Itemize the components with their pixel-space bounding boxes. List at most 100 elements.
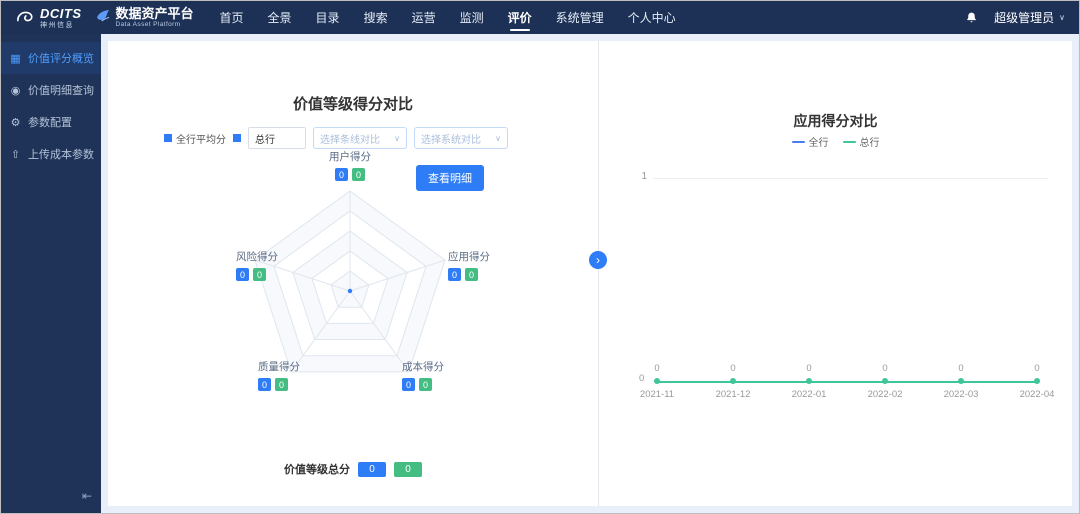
blue-line-icon [791, 140, 805, 143]
nav-item-catalog[interactable]: 目录 [315, 11, 340, 25]
data-point-icon[interactable] [654, 378, 660, 384]
nav-item-personal-center[interactable]: 个人中心 [627, 11, 676, 25]
user-menu[interactable]: 超级管理员 ∨ [994, 9, 1065, 26]
org-legend [233, 134, 241, 142]
radar-axis-app-score: 应用得分 0 0 [448, 249, 490, 281]
main-content: 价值等级得分对比 全行平均分 选择条线对比 ∨ [101, 34, 1079, 513]
left-panel-title: 价值等级得分对比 [292, 96, 413, 113]
y-axis-tick-1: 1 [641, 171, 647, 182]
overview-grid-icon: ▦ [10, 52, 21, 65]
org-input[interactable] [248, 127, 306, 149]
score-badges: 0 0 [402, 378, 444, 391]
quality-score-blue-badge: 0 [258, 378, 271, 391]
radar-grid [254, 190, 446, 373]
nav-item-panorama[interactable]: 全景 [267, 11, 292, 25]
nav-item-monitor[interactable]: 监测 [459, 11, 484, 25]
legend-label: 全行 [808, 138, 829, 149]
axis-label: 质量得分 [258, 361, 300, 373]
content-card: 价值等级得分对比 全行平均分 选择条线对比 ∨ [108, 41, 1072, 506]
brand-name: DCITS [40, 5, 82, 21]
body-row: ▦ 价值评分概览 ◉ 价值明细查询 ⚙ 参数配置 ⇧ 上传成本参数 ⇤ 价 [1, 34, 1079, 513]
sidebar-item-upload-cost-params[interactable]: ⇧ 上传成本参数 [1, 138, 101, 170]
cost-score-green-badge: 0 [419, 378, 432, 391]
topbar-right: 超级管理员 ∨ [965, 9, 1065, 26]
sidebar-item-label: 上传成本参数 [28, 149, 94, 161]
right-panel-title: 应用得分对比 [793, 113, 878, 129]
x-axis-label: 2022-02 [867, 389, 903, 400]
legend-label: 总行 [859, 138, 880, 149]
value-grade-score-panel: 价值等级得分对比 全行平均分 选择条线对比 ∨ [108, 41, 598, 506]
platform-logo-icon [96, 9, 111, 27]
line-compare-placeholder: 选择条线对比 [320, 134, 380, 146]
radar-chart: 用户得分 0 0 应用得分 0 0 [120, 149, 580, 449]
gridline [653, 178, 1048, 179]
dcits-logo-icon [15, 8, 35, 28]
total-score-blue-badge: 0 [358, 461, 386, 477]
sidebar-item-label: 价值评分概览 [28, 53, 94, 65]
point-value: 0 [806, 363, 812, 374]
risk-score-blue-badge: 0 [236, 268, 249, 281]
nav-item-operation[interactable]: 运营 [411, 11, 436, 25]
nav-item-evaluation[interactable]: 评价 [508, 1, 532, 34]
risk-score-green-badge: 0 [253, 268, 266, 281]
radar-axis-quality-score: 质量得分 0 0 [258, 359, 300, 391]
data-point-icon[interactable] [806, 378, 812, 384]
nav-item-system-admin[interactable]: 系统管理 [555, 11, 604, 25]
score-badges: 0 0 [258, 378, 300, 391]
y-axis-tick-0: 0 [639, 373, 645, 384]
user-score-blue-badge: 0 [335, 168, 348, 181]
axis-label: 用户得分 [329, 151, 371, 163]
sidebar: ▦ 价值评分概览 ◉ 价值明细查询 ⚙ 参数配置 ⇧ 上传成本参数 ⇤ [1, 34, 101, 513]
upload-icon: ⇧ [10, 148, 21, 161]
total-score-label: 价值等级总分 [284, 464, 350, 476]
cost-score-blue-badge: 0 [402, 378, 415, 391]
system-compare-select[interactable]: 选择系统对比 ∨ [414, 127, 508, 149]
legend-zonghang[interactable]: 总行 [842, 134, 880, 149]
sidebar-item-label: 价值明细查询 [28, 85, 94, 97]
sidebar-item-value-detail-query[interactable]: ◉ 价值明细查询 [1, 74, 101, 106]
sidebar-item-value-score-overview[interactable]: ▦ 价值评分概览 [1, 42, 101, 74]
platform-brand: 数据资产平台 Data Asset Platform [96, 7, 194, 29]
brand-text: DCITS 神州信息 [40, 7, 82, 29]
bell-icon[interactable] [965, 11, 978, 25]
radar-axis-user-score: 用户得分 0 0 [120, 149, 580, 181]
platform-text: 数据资产平台 Data Asset Platform [116, 7, 194, 29]
total-score-green-badge: 0 [394, 461, 422, 477]
legend-square-org-icon [233, 134, 241, 142]
view-detail-button[interactable]: 查看明细 [416, 165, 484, 191]
gear-icon: ⚙ [10, 116, 21, 129]
app-score-blue-badge: 0 [448, 268, 461, 281]
line-compare-select[interactable]: 选择条线对比 ∨ [313, 127, 407, 149]
legend-quanhang[interactable]: 全行 [791, 134, 829, 149]
radar-axis-cost-score: 成本得分 0 0 [402, 359, 444, 391]
sidebar-item-parameter-config[interactable]: ⚙ 参数配置 [1, 106, 101, 138]
avg-legend-label: 全行平均分 [176, 134, 226, 146]
brand: DCITS 神州信息 [15, 7, 82, 29]
chevron-down-icon: ∨ [394, 133, 400, 143]
axis-label: 成本得分 [402, 361, 444, 373]
point-value: 0 [654, 363, 660, 374]
x-axis-label: 2022-04 [1019, 389, 1055, 400]
line-chart-legend: 全行 总行 [599, 134, 1072, 149]
radar-axis-risk-score: 风险得分 0 0 [236, 249, 278, 281]
nav-item-search[interactable]: 搜索 [363, 11, 388, 25]
nav-item-home[interactable]: 首页 [219, 11, 244, 25]
data-point-icon[interactable] [882, 378, 888, 384]
line-chart: 1 0 0 2021-11 0 2021-12 [599, 41, 1072, 506]
data-point-icon[interactable] [1034, 378, 1040, 384]
score-badges: 0 0 [335, 168, 365, 181]
point-value: 0 [882, 363, 888, 374]
panel-expand-toggle-button[interactable]: › [589, 251, 607, 269]
chevron-down-icon: ∨ [495, 133, 501, 143]
user-name: 超级管理员 [994, 11, 1055, 25]
data-point-icon[interactable] [730, 378, 736, 384]
sidebar-collapse-icon[interactable]: ⇤ [81, 489, 92, 503]
x-axis-label: 2021-11 [639, 389, 675, 400]
legend-square-blue-icon [164, 134, 172, 142]
green-line-icon [842, 140, 856, 143]
avg-score-legend[interactable]: 全行平均分 [164, 131, 226, 146]
chevron-down-icon: ∨ [1059, 13, 1065, 22]
data-point-icon[interactable] [958, 378, 964, 384]
topbar: DCITS 神州信息 数据资产平台 Data Asset Platform 首页… [1, 1, 1079, 34]
